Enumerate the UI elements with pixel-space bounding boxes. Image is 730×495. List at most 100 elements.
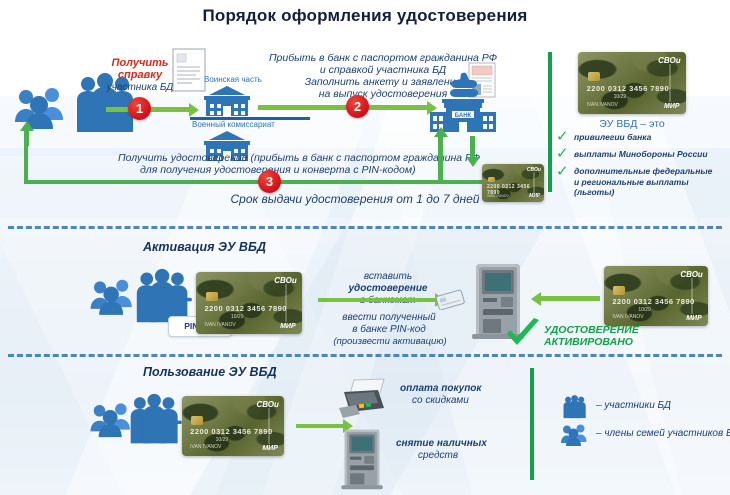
card-brand-activation: СВОи	[274, 276, 297, 286]
big-check-icon	[507, 318, 539, 345]
bank-building-label: БАНК	[455, 113, 472, 119]
usage2-line2: средств	[418, 450, 459, 461]
card-valid-activation: 10/29	[230, 314, 244, 321]
card-legend-item-2: выплаты Минобороны России	[574, 149, 708, 159]
step2-line3-bold: Заполнить анкету	[304, 76, 400, 88]
bank-building-icon: БАНК	[430, 72, 496, 132]
card-holder-activation: IVAN IVANOV	[204, 321, 236, 328]
step-badge-2: 2	[346, 95, 369, 118]
label-commissariat: Военный комиссариат	[192, 120, 275, 129]
card-holder-small: IVAN IVANOV	[486, 194, 509, 199]
step3-bold: Получить удостоверение	[118, 152, 248, 164]
card-brand-small: СВОи	[526, 166, 541, 173]
step2-line3: Заполнить анкету и заявление	[258, 76, 508, 88]
activation-instr2-line2: в банке PIN-код	[314, 324, 464, 336]
card-strip-activated	[691, 278, 694, 314]
card-chip-activation	[205, 292, 218, 302]
return-path-vertical-left	[24, 142, 28, 184]
id-card-activated: СВОи 2200 0312 3456 7890 10/29 IVAN IVAN…	[604, 266, 708, 326]
page-title: Порядок оформления удостоверения	[202, 6, 528, 25]
check-icon-3: ✓	[556, 163, 569, 180]
step2-line2: и справкой участника БД	[319, 64, 447, 76]
arrow-step-2	[258, 105, 428, 110]
section-title-usage: Пользование ЭУ ВБД	[143, 365, 277, 379]
separator-top	[8, 226, 722, 229]
card-legend-item-1: привилегии банка	[574, 132, 652, 142]
step3-line1: Получить удостоверение (прибыть в банк с…	[118, 152, 518, 164]
card-strip-hero	[668, 64, 671, 102]
activation-instr2-bold: ввести	[342, 312, 377, 323]
usage1-line2: со скидками	[412, 395, 469, 406]
card-strip-small	[533, 171, 536, 195]
id-card-small: СВОи 2200 0312 3456 7890 IVAN IVANOV МИР	[482, 164, 544, 202]
step2-line3-rest: и заявление	[399, 76, 462, 88]
card-chip-hero	[587, 72, 600, 82]
card-insert-icon	[435, 289, 465, 310]
atm-icon-usage	[341, 429, 383, 490]
card-strip-usage	[267, 408, 270, 444]
activation-instr1-line1: вставить	[318, 271, 458, 283]
card-holder-hero: IVAN IVANOV	[586, 101, 618, 108]
card-network-activation: МИР	[280, 322, 296, 330]
activation-instr2-line1: ввести полученный	[314, 312, 464, 324]
card-brand-hero: СВОи	[658, 56, 681, 66]
card-network-hero: МИР	[663, 102, 680, 110]
section-title-activation: Активация ЭУ ВБД	[143, 240, 266, 254]
soldiers-group-icon-bottom	[130, 393, 182, 444]
card-number-activation: 2200 0312 3456 7890	[204, 304, 287, 314]
activation-instr2-line2a: в банке	[352, 324, 390, 335]
arrow-card-to-bank	[438, 136, 443, 180]
deadline-bold: от 1 до 7 дней	[396, 192, 480, 206]
arrow-card-to-usage	[296, 424, 344, 428]
usage1-line1: оплата покупок	[400, 383, 482, 394]
card-number-usage: 2200 0312 3456 7890	[190, 427, 273, 437]
id-card-usage: СВОи 2200 0312 3456 7890 10/29 IVAN IVAN…	[182, 396, 284, 456]
card-holder-usage: IVAN IVANOV	[190, 444, 222, 450]
legend-vertical-rule	[548, 52, 552, 192]
separator-middle	[8, 354, 722, 357]
card-holder-activated: IVAN IVANOV	[612, 314, 644, 320]
card-network-usage: МИР	[262, 444, 278, 452]
card-valid-hero: 10/29	[613, 94, 627, 101]
card-network-small: МИР	[529, 193, 541, 200]
legend-label-participants: – участники БД	[596, 400, 671, 411]
card-brand-usage: СВОи	[256, 400, 279, 410]
activation-instr1-line2: удостоверение	[348, 283, 428, 294]
step3-rest: (прибыть в банк с паспортом гражданина Р…	[247, 152, 481, 164]
card-legend-caption: ЭУ ВБД – это	[599, 118, 665, 130]
activation-instr2-rest: полученный	[376, 312, 436, 323]
family-group-icon-middle	[90, 279, 132, 315]
card-valid-usage: 10/29	[215, 436, 229, 443]
id-card-hero: СВОи 2200 0312 3456 7890 10/29 IVAN IVAN…	[578, 52, 686, 114]
soldiers-group-icon-middle	[136, 268, 192, 323]
step2-line1-rest: с паспортом гражданина РФ	[349, 52, 498, 64]
family-group-icon-bottom	[90, 403, 130, 438]
step2-line1-bold: Прибыть в банк	[268, 52, 350, 64]
check-icon-2: ✓	[556, 145, 569, 162]
soldiers-group-icon-legend	[563, 395, 586, 419]
card-valid-activated: 10/29	[638, 306, 651, 313]
step1-line3: участника БД	[106, 82, 174, 93]
arrow-bank-to-card	[470, 136, 475, 158]
return-path-horizontal	[24, 180, 484, 184]
activated-line1: УДОСТОВЕРЕНИЕ	[544, 324, 639, 336]
card-network-activated: МИР	[686, 314, 702, 322]
card-chip-small	[487, 176, 495, 182]
activated-line2: АКТИВИРОВАНО	[544, 336, 633, 348]
divider-military	[190, 117, 310, 120]
deadline-italic: удостоверения	[305, 192, 397, 206]
family-group-icon-legend	[561, 424, 587, 446]
card-number-hero: 2200 0312 3456 7890	[586, 84, 670, 94]
return-path-arrowhead	[24, 130, 29, 146]
commissariat-building-icon	[204, 131, 250, 161]
military-unit-building-icon	[204, 86, 250, 116]
legend-label-families: – члены семей участников БД	[596, 428, 730, 439]
step1-line2: справку	[117, 69, 163, 81]
card-strip-activation	[285, 284, 288, 322]
id-card-activation: СВОи 2200 0312 3456 7890 10/29 IVAN IVAN…	[196, 272, 302, 334]
step2-line1: Прибыть в банк с паспортом гражданина РФ	[258, 52, 508, 64]
card-number-small: 2200 0312 3456 7890	[486, 183, 531, 196]
deadline-normal: Срок выдачи	[230, 192, 306, 206]
certificate-document-icon	[172, 48, 206, 92]
